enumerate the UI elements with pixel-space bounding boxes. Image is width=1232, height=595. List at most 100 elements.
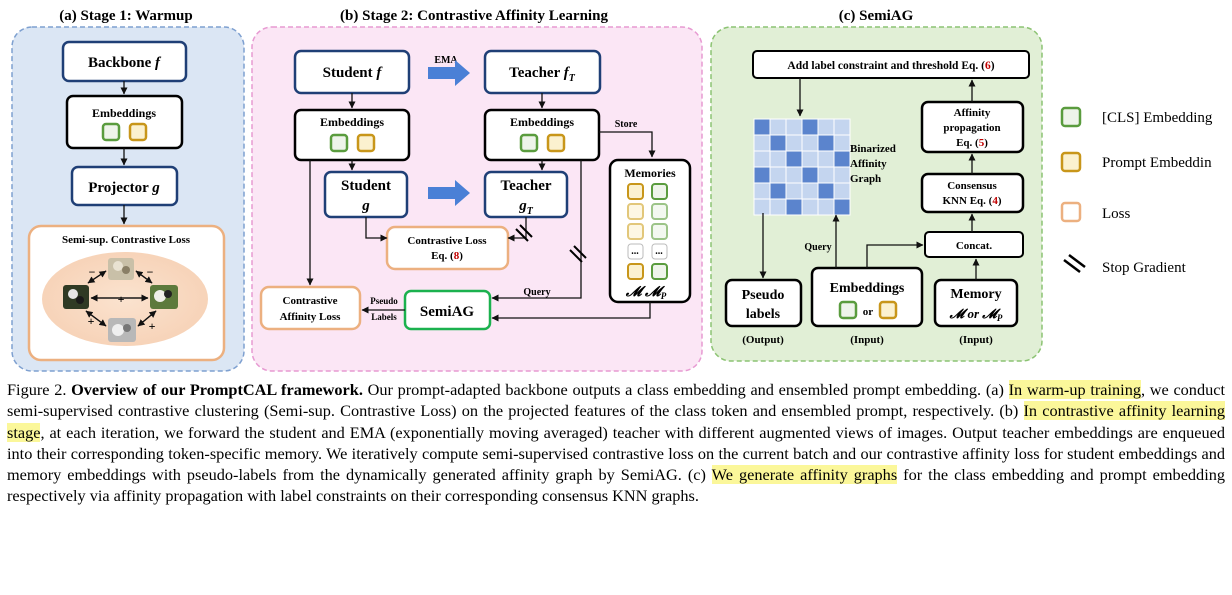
embeddings-label-student: Embeddings bbox=[320, 115, 384, 129]
affprop-2: propagation bbox=[943, 122, 1000, 134]
concat-label: Concat. bbox=[956, 240, 993, 252]
caption-text-4: for the class embedding and prompt embed… bbox=[7, 465, 1226, 506]
contrastive-cluster bbox=[42, 252, 208, 346]
teacher-g-label: Teacher bbox=[500, 178, 551, 194]
binarized-affinity-matrix bbox=[753, 118, 851, 216]
memory-dots-1: ... bbox=[631, 246, 639, 257]
caption-label: Figure 2. bbox=[7, 380, 67, 399]
contrastive-loss-box bbox=[385, 225, 510, 271]
legend-cls-icon bbox=[1060, 106, 1082, 128]
affprop-3: Eq. (5) bbox=[956, 137, 988, 149]
matrix-cell bbox=[769, 182, 787, 200]
embeddings-label-teacher: Embeddings bbox=[510, 115, 574, 129]
contrastive-affinity-loss-box bbox=[259, 285, 362, 331]
matrix-cell bbox=[753, 182, 771, 200]
memory-input-sym: 𝓜 or 𝓜P bbox=[949, 306, 1003, 323]
matrix-cell bbox=[785, 134, 803, 152]
matrix-cell bbox=[785, 182, 803, 200]
panel-b: (b) Stage 2: Contrastive Affinity Learni… bbox=[251, 8, 703, 372]
matrix-cell bbox=[785, 150, 803, 168]
semi-sup-loss-title: Semi-sup. Contrastive Loss bbox=[62, 234, 191, 246]
panel-a-title: (a) Stage 1: Warmup bbox=[59, 8, 192, 24]
matrix-cell bbox=[833, 150, 851, 168]
or-label: or bbox=[863, 306, 874, 318]
consensus-2: KNN Eq. (4) bbox=[943, 195, 1002, 207]
matrix-cell bbox=[833, 166, 851, 184]
sign-pos-3: + bbox=[149, 319, 156, 333]
figure-caption: Figure 2. Overview of our PromptCAL fram… bbox=[7, 379, 1225, 507]
memory-input-label: Memory bbox=[950, 287, 1001, 302]
cls-embedding-icon bbox=[838, 300, 858, 320]
prompt-embedding-icon bbox=[128, 122, 148, 142]
sign-neg-1: − bbox=[89, 265, 96, 279]
query-c-label: Query bbox=[804, 242, 831, 253]
contrastive-loss-label: Contrastive Loss bbox=[407, 235, 487, 247]
cls-embedding-icon bbox=[519, 133, 539, 153]
matrix-cell bbox=[753, 150, 771, 168]
stop-gradient-mark-1 bbox=[515, 224, 533, 242]
legend-prompt-label: Prompt Embeddin bbox=[1102, 155, 1212, 171]
matrix-cell bbox=[801, 198, 819, 216]
output-label: (Output) bbox=[742, 334, 784, 346]
ema-arrow-2 bbox=[428, 180, 470, 206]
prompt-embedding-icon bbox=[878, 300, 898, 320]
caption-highlight-1: In warm-up training bbox=[1008, 380, 1141, 399]
caption-bold: Overview of our PromptCAL framework. bbox=[71, 380, 363, 399]
matrix-cell bbox=[801, 150, 819, 168]
student-g-label: Student bbox=[341, 178, 391, 194]
caff-label-2: Affinity Loss bbox=[280, 311, 342, 323]
matrix-cell bbox=[769, 166, 787, 184]
memory-dots-2: ... bbox=[655, 246, 663, 257]
animal-images bbox=[63, 258, 178, 342]
matrix-cell bbox=[769, 118, 787, 136]
memories-label: Memories bbox=[624, 166, 676, 180]
caption-text-2: , we conduct semi-supervised contrastive… bbox=[7, 380, 1225, 421]
cls-embedding-icon bbox=[101, 122, 121, 142]
teacher-f-label: Teacher fT bbox=[509, 65, 576, 84]
memories-sym: 𝓜 𝓜P bbox=[625, 285, 667, 301]
concat-box bbox=[924, 231, 1024, 258]
matrix-cell bbox=[833, 182, 851, 200]
matrix-cell bbox=[833, 118, 851, 136]
query-label: Query bbox=[523, 287, 550, 298]
matrix-cell bbox=[769, 134, 787, 152]
matrix-cell bbox=[753, 198, 771, 216]
sign-neg-2: − bbox=[147, 265, 154, 279]
legend-loss-icon bbox=[1060, 201, 1082, 223]
figure-diagram: (a) Stage 1: Warmup Backbone f Embedding… bbox=[11, 8, 1213, 372]
backbone-label: Backbone f bbox=[88, 55, 162, 71]
matrix-cell bbox=[769, 198, 787, 216]
embeddings-box-a bbox=[65, 94, 184, 150]
consensus-1: Consensus bbox=[947, 180, 997, 192]
teacher-g-sym: gT bbox=[518, 198, 534, 217]
caff-label-1: Contrastive bbox=[283, 295, 338, 307]
matrix-cell bbox=[833, 198, 851, 216]
projector-label: Projector g bbox=[88, 180, 160, 196]
pseudo-labels-c-1: Pseudo bbox=[742, 288, 785, 303]
matrix-cell bbox=[801, 182, 819, 200]
pseudo-labels-1: Pseudo bbox=[370, 296, 398, 306]
matrix-cell bbox=[817, 118, 835, 136]
embeddings-input-label: Embeddings bbox=[830, 281, 905, 296]
semiag-label: SemiAG bbox=[420, 304, 474, 320]
matrix-cell bbox=[785, 198, 803, 216]
matrix-cell bbox=[753, 118, 771, 136]
caption-highlight-3: We generate affinity graphs bbox=[711, 465, 898, 485]
memory-slots bbox=[627, 183, 668, 280]
student-f-label: Student f bbox=[323, 65, 384, 81]
matrix-cell bbox=[817, 198, 835, 216]
input-label-2: (Input) bbox=[959, 334, 993, 346]
sign-pos-2: + bbox=[88, 314, 95, 328]
binarized-label-3: Graph bbox=[850, 173, 881, 185]
matrix-cell bbox=[753, 166, 771, 184]
ema-arrow bbox=[428, 60, 470, 86]
matrix-cell bbox=[769, 150, 787, 168]
panel-a: (a) Stage 1: Warmup Backbone f Embedding… bbox=[11, 8, 245, 372]
prompt-embedding-icon bbox=[546, 133, 566, 153]
caption-text-3: , at each iteration, we forward the stud… bbox=[7, 422, 1225, 485]
matrix-cell bbox=[817, 134, 835, 152]
matrix-cell bbox=[753, 134, 771, 152]
legend-prompt-icon bbox=[1060, 151, 1082, 173]
matrix-cell bbox=[833, 134, 851, 152]
matrix-cell bbox=[801, 118, 819, 136]
